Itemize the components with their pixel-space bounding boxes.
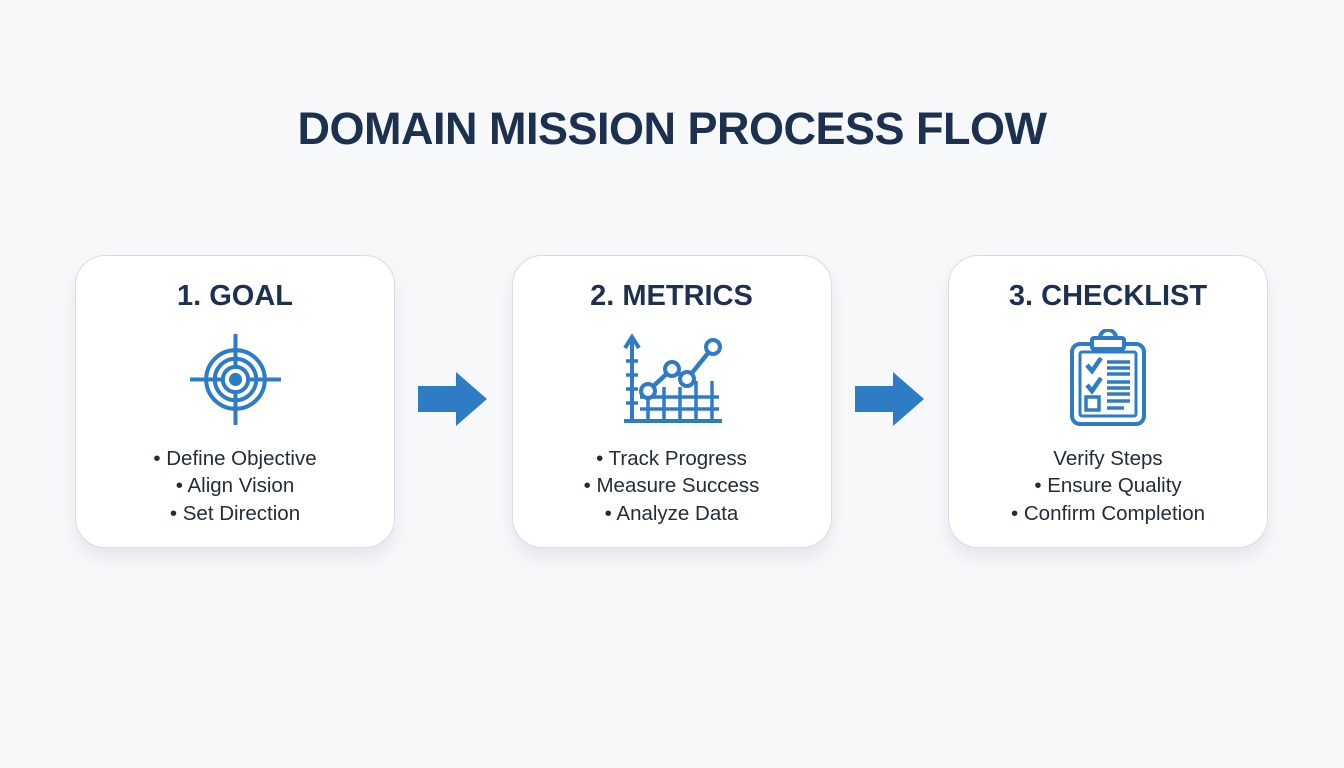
line-chart-icon: [616, 325, 728, 435]
clipboard-checklist-icon: [1060, 325, 1156, 435]
target-icon: [187, 325, 284, 435]
flow-connector: [832, 255, 949, 548]
arrow-right-icon: [418, 371, 488, 432]
page-title: DOMAIN MISSION PROCESS FLOW: [297, 103, 1047, 154]
step-card-checklist: 3. CHECKLIST: [948, 255, 1268, 548]
step-list-item: • Confirm Completion: [1010, 501, 1206, 525]
step-list: • Track Progress • Measure Success • Ana…: [584, 445, 760, 528]
flow-connector: [395, 255, 512, 548]
step-list-item: • Align Vision: [175, 474, 295, 497]
step-card-goal: 1. GOAL • Define Objective • Align Visio…: [75, 255, 395, 548]
step-heading: 1. GOAL: [176, 280, 293, 312]
step-list: Verify Steps • Ensure Quality • Confirm …: [1011, 445, 1205, 528]
step-list-item: • Define Objective: [153, 446, 317, 470]
flow-row: 1. GOAL • Define Objective • Align Visio…: [75, 255, 1268, 548]
step-list-item: • Set Direction: [169, 501, 301, 525]
arrow-right-icon: [854, 371, 925, 432]
step-list-item: • Track Progress: [596, 446, 747, 470]
step-list-item: • Analyze Data: [604, 501, 739, 525]
step-heading: 2. METRICS: [590, 280, 753, 312]
step-list: • Define Objective • Align Vision • Set …: [153, 445, 316, 528]
step-list-item: • Ensure Quality: [1034, 474, 1182, 497]
step-list-item: • Measure Success: [583, 474, 760, 497]
step-heading: 3. CHECKLIST: [1008, 280, 1208, 312]
step-card-metrics: 2. METRICS: [511, 255, 832, 548]
step-list-item: Verify Steps: [1053, 446, 1163, 470]
